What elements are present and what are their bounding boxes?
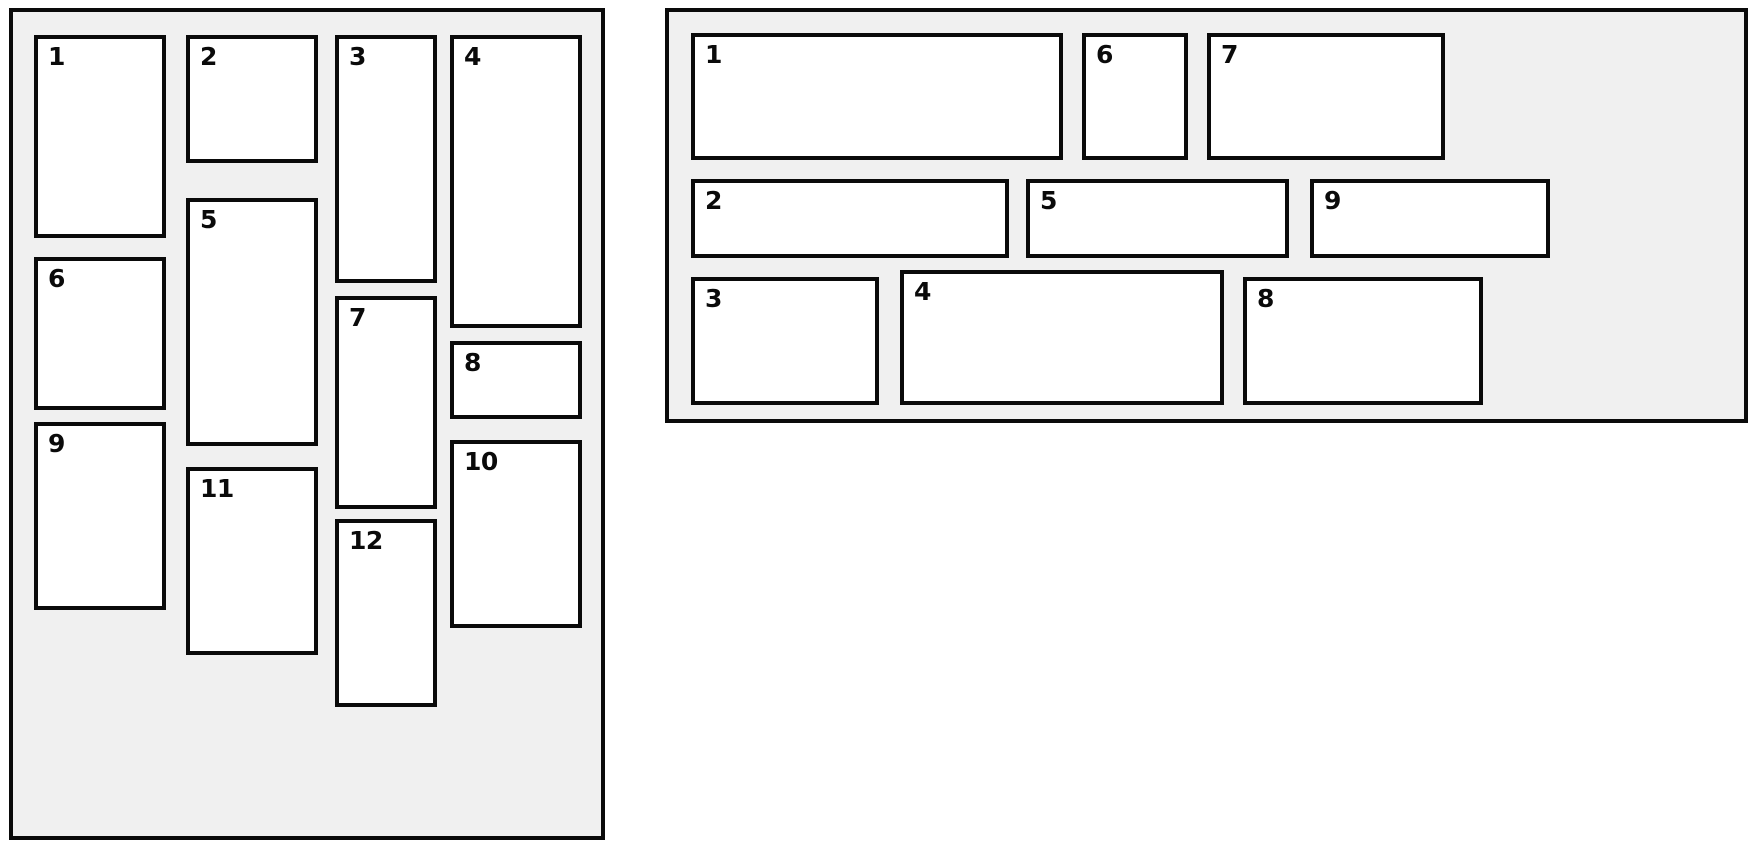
layout-box-6[interactable]: 6 bbox=[34, 257, 166, 410]
layout-box-label: 2 bbox=[705, 186, 722, 215]
layout-box-10[interactable]: 10 bbox=[450, 440, 582, 628]
layout-box-label: 8 bbox=[464, 348, 481, 377]
layout-box-label: 3 bbox=[349, 42, 366, 71]
layout-box-8[interactable]: 8 bbox=[450, 341, 582, 419]
layout-box-label: 3 bbox=[705, 284, 722, 313]
layout-box-label: 11 bbox=[200, 474, 234, 503]
layout-box-4[interactable]: 4 bbox=[450, 35, 582, 328]
layout-box-label: 1 bbox=[705, 40, 722, 69]
layout-box-9[interactable]: 9 bbox=[1310, 179, 1550, 258]
layout-box-4[interactable]: 4 bbox=[900, 270, 1224, 405]
layout-box-7[interactable]: 7 bbox=[335, 296, 437, 509]
layout-box-label: 4 bbox=[464, 42, 481, 71]
layout-box-12[interactable]: 12 bbox=[335, 519, 437, 707]
layout-box-label: 9 bbox=[48, 429, 65, 458]
layout-box-3[interactable]: 3 bbox=[691, 277, 879, 405]
layout-box-11[interactable]: 11 bbox=[186, 467, 318, 655]
layout-box-9[interactable]: 9 bbox=[34, 422, 166, 610]
layout-box-label: 1 bbox=[48, 42, 65, 71]
layout-box-1[interactable]: 1 bbox=[691, 33, 1063, 160]
layout-box-1[interactable]: 1 bbox=[34, 35, 166, 238]
layout-box-label: 10 bbox=[464, 447, 498, 476]
layout-box-8[interactable]: 8 bbox=[1243, 277, 1483, 405]
layout-box-label: 7 bbox=[349, 303, 366, 332]
layout-box-label: 6 bbox=[48, 264, 65, 293]
layout-box-3[interactable]: 3 bbox=[335, 35, 437, 283]
right-panel: 1 6 7 2 5 9 3 4 8 bbox=[665, 8, 1748, 423]
layout-box-label: 7 bbox=[1221, 40, 1238, 69]
layout-box-label: 5 bbox=[1040, 186, 1057, 215]
layout-box-label: 12 bbox=[349, 526, 383, 555]
layout-box-5[interactable]: 5 bbox=[186, 198, 318, 446]
layout-box-label: 4 bbox=[914, 277, 931, 306]
layout-box-7[interactable]: 7 bbox=[1207, 33, 1445, 160]
layout-box-5[interactable]: 5 bbox=[1026, 179, 1289, 258]
layout-box-6[interactable]: 6 bbox=[1082, 33, 1188, 160]
layout-box-label: 9 bbox=[1324, 186, 1341, 215]
layout-box-2[interactable]: 2 bbox=[186, 35, 318, 163]
layout-box-label: 5 bbox=[200, 205, 217, 234]
layout-box-label: 2 bbox=[200, 42, 217, 71]
layout-box-2[interactable]: 2 bbox=[691, 179, 1009, 258]
layout-box-label: 6 bbox=[1096, 40, 1113, 69]
layout-box-label: 8 bbox=[1257, 284, 1274, 313]
